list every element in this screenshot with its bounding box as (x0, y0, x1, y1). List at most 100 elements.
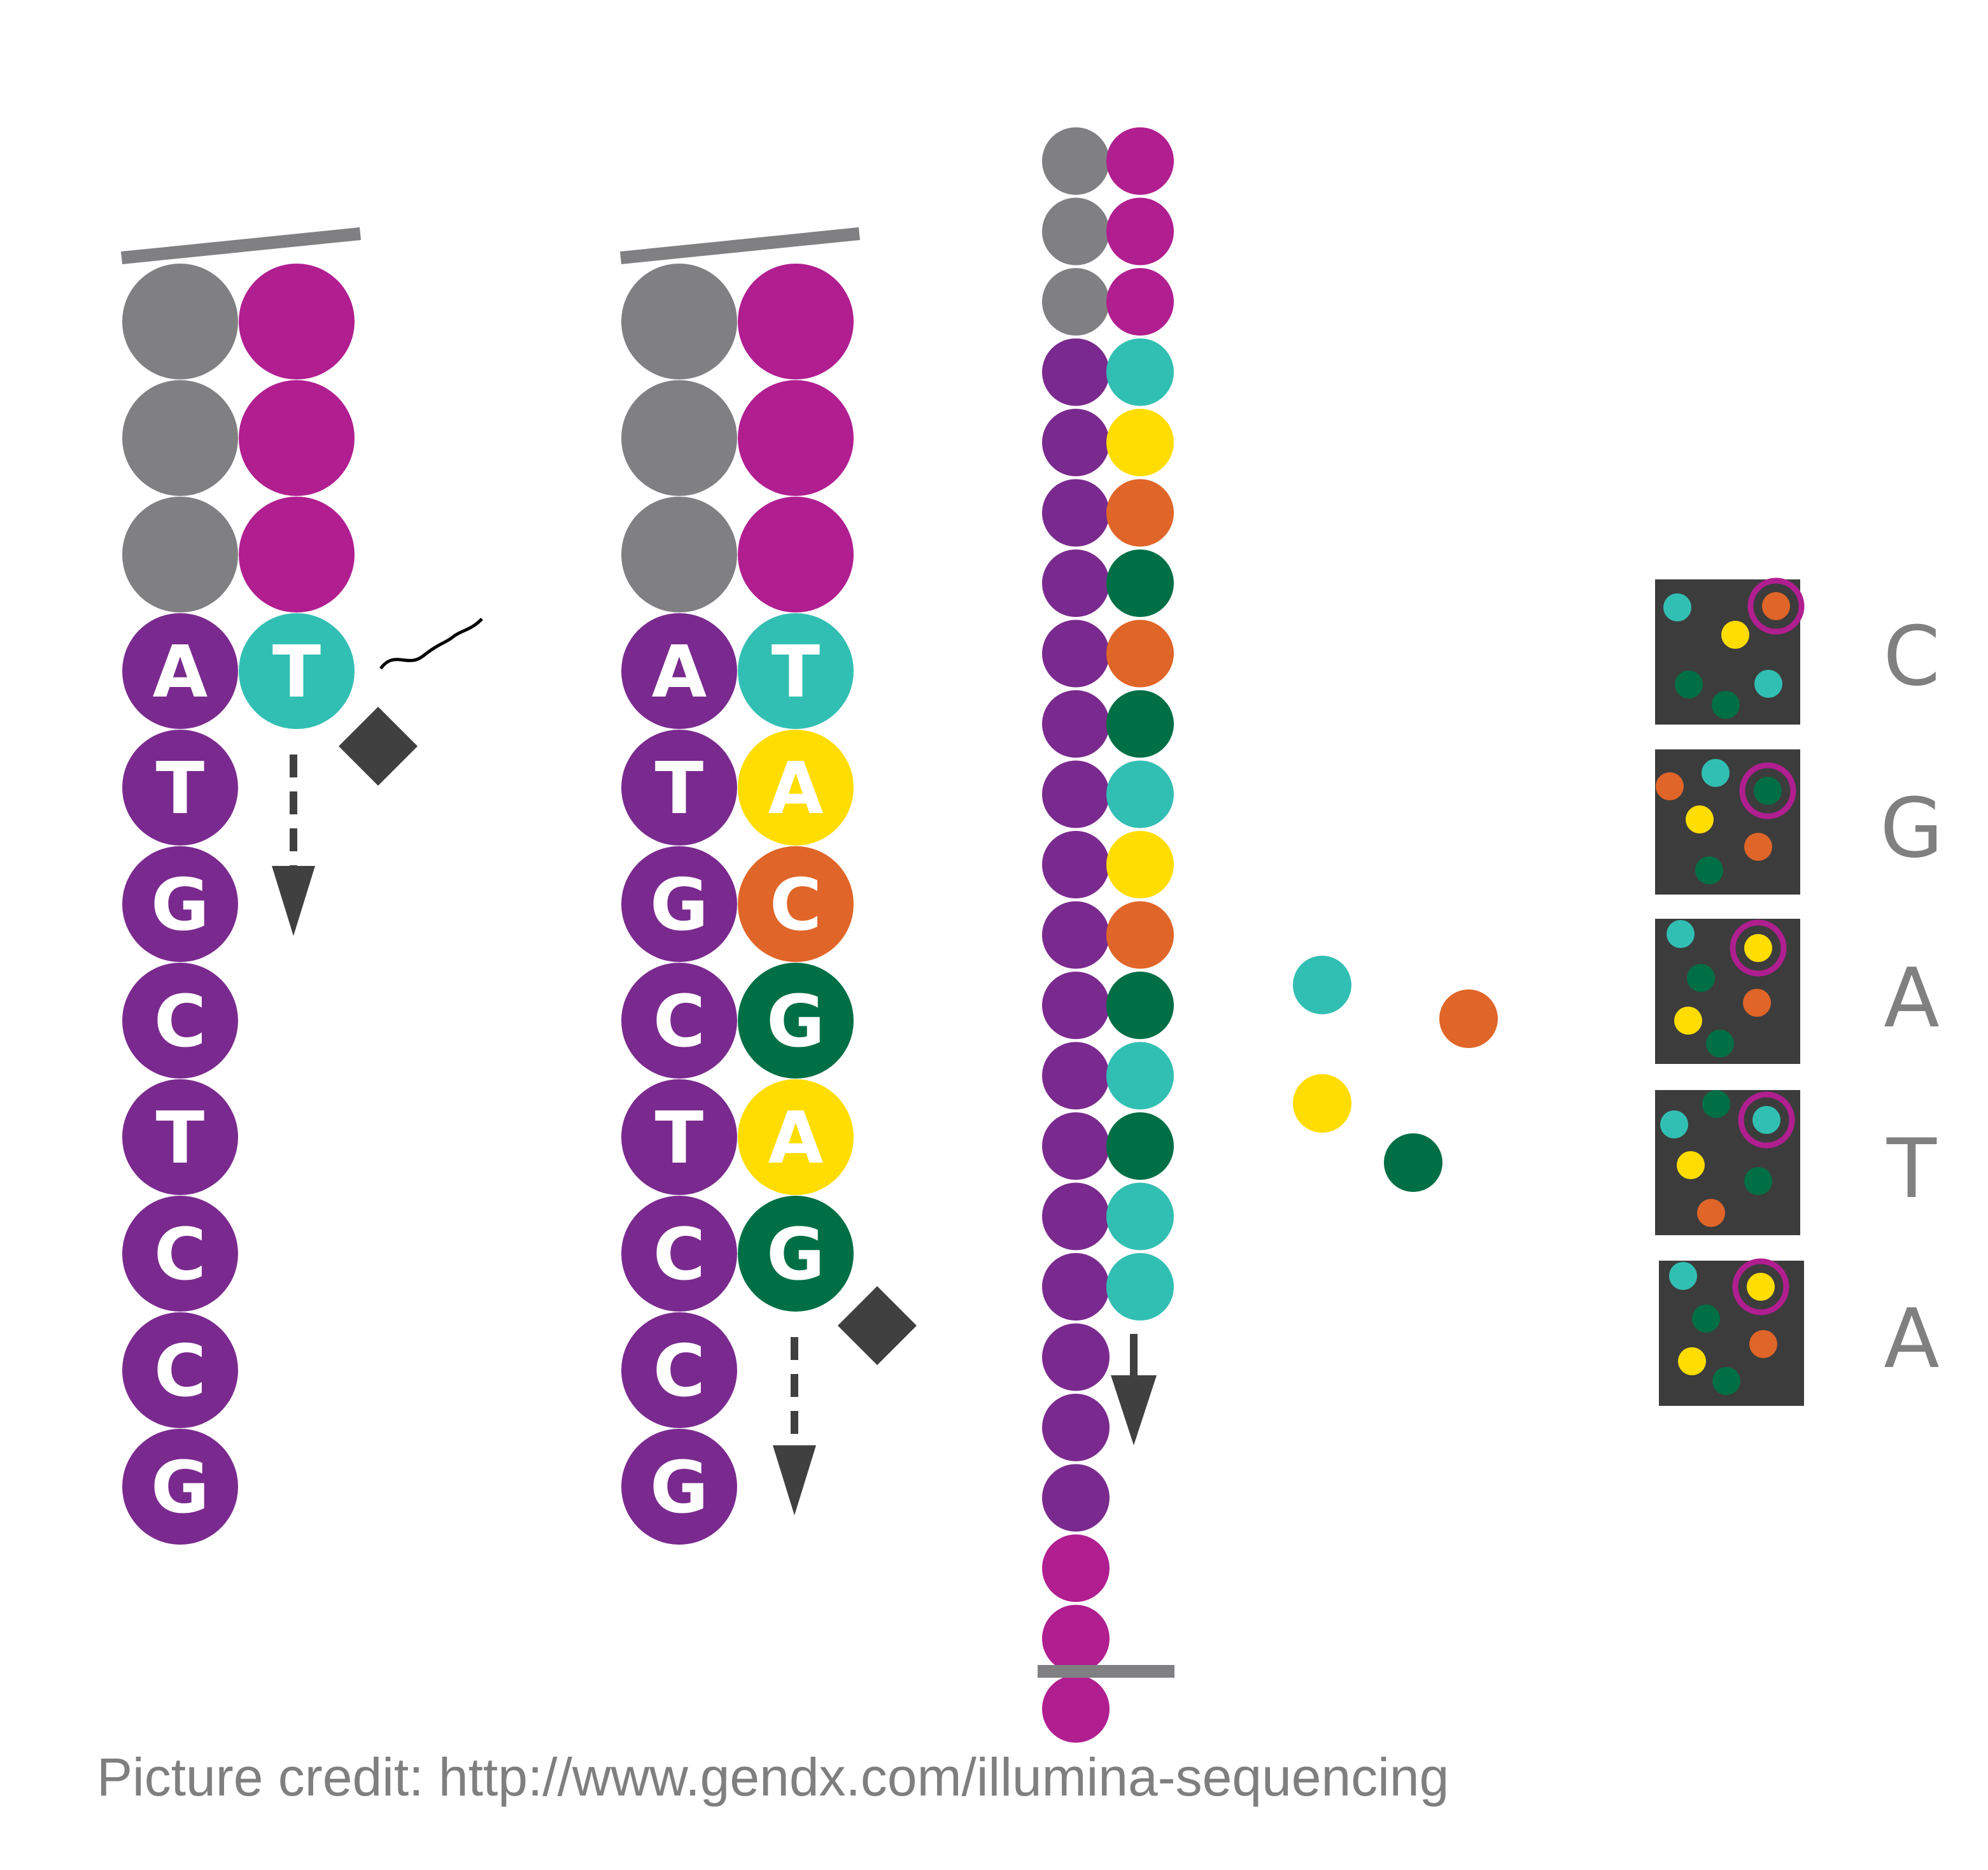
cluster-spot (1677, 1151, 1705, 1179)
cluster-spot (1749, 1330, 1777, 1358)
column-right-bead (1106, 479, 1174, 547)
cluster-spot (1712, 691, 1740, 719)
column-right-bead (1106, 268, 1174, 336)
synthesized-base (239, 613, 355, 729)
adapter-partner-bead (239, 380, 355, 496)
highlighted-spot (1762, 592, 1790, 620)
column-left-bead (1042, 1112, 1110, 1180)
column-left-bead (1042, 972, 1110, 1039)
column-left-bead (1042, 901, 1110, 969)
highlighted-spot (1744, 934, 1772, 962)
column-left-bead (1042, 1253, 1110, 1321)
base-letter: C (653, 1330, 705, 1413)
cluster-spot (1712, 1367, 1740, 1395)
cleaved-dye-squiggle (379, 618, 483, 670)
read-letter: T (1886, 1122, 1937, 1217)
column-right-bead (1106, 197, 1174, 266)
cluster-spot (1744, 1167, 1772, 1195)
cluster-spot (1663, 593, 1691, 621)
cluster-spot (1687, 964, 1715, 992)
column-left-bead (1042, 479, 1110, 547)
template-base (122, 1429, 238, 1545)
cluster-spot (1667, 920, 1695, 948)
image-panel (1655, 749, 1800, 895)
base-letter: C (154, 981, 206, 1063)
base-letter: G (650, 864, 708, 947)
read-letter: G (1880, 781, 1943, 876)
column-right-bead (1106, 338, 1174, 406)
column-left-bead (1042, 1394, 1110, 1461)
surface-bar (120, 227, 362, 264)
column-left-bead (1042, 1042, 1110, 1110)
column-left-bead (1042, 1534, 1110, 1602)
column-right-bead (1106, 620, 1174, 688)
column-right-bead (1106, 127, 1174, 195)
base-letter: T (655, 747, 703, 830)
base-letter: G (766, 981, 825, 1063)
synthesized-base (738, 1196, 854, 1312)
template-base (621, 1429, 737, 1545)
cluster-spot (1702, 1090, 1730, 1118)
surface-bar (619, 227, 861, 264)
cluster-spot (1686, 805, 1714, 833)
image-panel (1655, 577, 1805, 725)
arrow-down-icon (1111, 1375, 1157, 1445)
free-nucleotide (1293, 1074, 1351, 1133)
picture-credit: Picture credit: http://www.gendx.com/ill… (97, 1747, 1449, 1807)
highlighted-spot (1754, 777, 1782, 805)
adapter-partner-bead (239, 497, 355, 613)
free-nucleotide (1293, 956, 1351, 1014)
free-nucleotides (1293, 956, 1498, 1192)
column-right-bead (1106, 901, 1174, 969)
cluster-spot (1660, 1110, 1688, 1138)
template-base (122, 1196, 238, 1312)
cluster-spot (1675, 670, 1703, 698)
free-nucleotide (1439, 989, 1498, 1048)
highlight-ring (1738, 1091, 1795, 1149)
adapter-partner-bead (738, 264, 854, 379)
adapter-bead (621, 497, 737, 613)
column-left-bead (1042, 338, 1110, 406)
column-left-bead (1042, 268, 1110, 336)
image-panel (1655, 1090, 1800, 1235)
template-base (621, 1196, 737, 1312)
base-letter: C (154, 1330, 206, 1413)
column-left-bead (1042, 690, 1110, 758)
cluster-spot (1706, 1030, 1734, 1058)
blocker-diamond-icon (339, 707, 418, 786)
synthesized-base (738, 613, 854, 729)
fluorescence-image-panels (1655, 577, 1805, 1406)
base-letter: C (770, 864, 822, 947)
base-letter: A (768, 747, 824, 830)
cluster-spot (1702, 759, 1730, 787)
base-letter: G (650, 1447, 708, 1529)
column-left-bead (1042, 1323, 1110, 1391)
read-letter: A (1884, 1292, 1940, 1387)
image-panel (1655, 919, 1800, 1064)
base-letter: G (766, 1214, 825, 1296)
template-base (621, 963, 737, 1079)
blocker-diamond-icon (838, 1286, 917, 1365)
read-letter: A (1884, 951, 1940, 1046)
adapter-partner-bead (239, 264, 355, 379)
base-letter: G (151, 1447, 209, 1529)
template-base (122, 846, 238, 962)
highlight-ring (1730, 919, 1787, 977)
base-letter: T (156, 1097, 204, 1180)
adapter-partner-bead (738, 380, 854, 496)
base-letter: T (156, 747, 204, 830)
base-letter: G (151, 864, 209, 947)
column-right-bead (1106, 409, 1174, 476)
cluster-spot (1656, 772, 1684, 800)
arrow-down-icon (272, 866, 315, 936)
column-right-bead (1106, 831, 1174, 898)
column-left-bead (1042, 127, 1110, 195)
template-base (122, 963, 238, 1079)
column-right-bead (1106, 1042, 1174, 1110)
highlight-ring (1739, 762, 1796, 819)
adapter-bead (122, 264, 238, 379)
free-nucleotide (1384, 1133, 1442, 1192)
